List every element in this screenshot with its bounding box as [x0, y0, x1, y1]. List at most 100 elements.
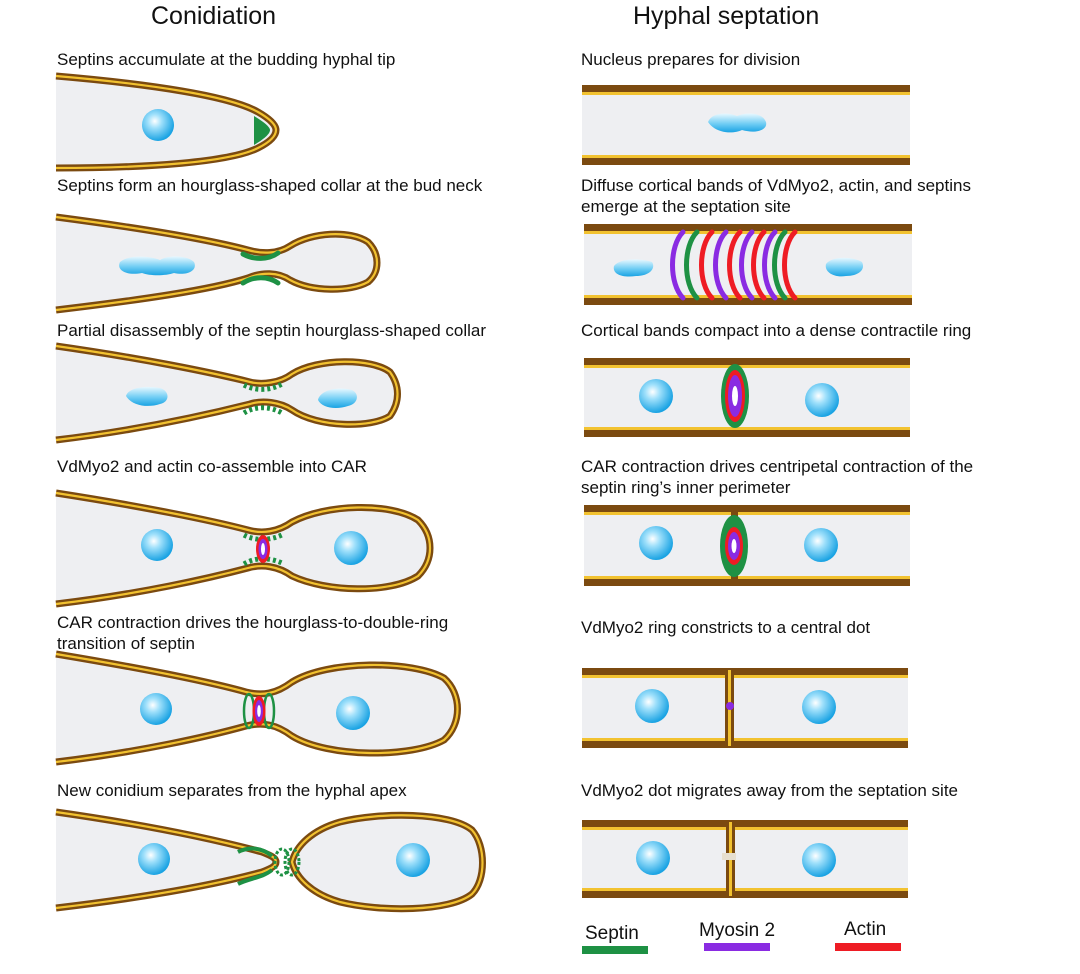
conidiation-cell-2-dividing-nucleus [119, 256, 195, 276]
septation-cell-2-cortical-band-6 [739, 229, 755, 301]
septation-cell-3-wall-bottom [584, 428, 910, 437]
conidiation-step-3-caption: Partial disassembly of the septin hourgl… [57, 321, 487, 340]
legend-septin-label: Septin [585, 923, 639, 944]
septation-cell-1-wall-top [582, 85, 910, 94]
septation-cell-3-wall-top [584, 358, 910, 367]
septation-cell-4 [584, 505, 910, 586]
septation-cell-2-membrane-top [584, 231, 912, 234]
septation-cell-3-nucleus-right [805, 383, 839, 417]
septation-cell-6-membrane-bottom [582, 888, 908, 891]
septation-cell-2-cortical-band-9 [772, 229, 788, 301]
septation-cell-2-wall-top [584, 224, 912, 233]
conidiation-cell-1 [55, 72, 280, 172]
conidiation-cell-3 [55, 342, 401, 444]
septation-cell-6-septal-pore [722, 853, 736, 860]
septation-step-1-caption: Nucleus prepares for division [581, 50, 801, 69]
septation-cell-6-wall-top [582, 820, 908, 829]
septation-cell-1-membrane-top [582, 92, 910, 95]
septation-cell-5-wall-top [582, 668, 908, 677]
septation-cell-6-wall-bottom [582, 889, 908, 898]
septation-cell-2-cortical-band-1 [670, 229, 686, 301]
septation-cell-2-nucleus-right [825, 257, 864, 277]
septation-cell-2-cortical-band-3 [699, 229, 715, 301]
septation-cell-2-wall-bottom [584, 296, 912, 305]
septation-cell-4-wall-top [584, 505, 910, 514]
septation-cell-6-membrane-top [582, 827, 908, 830]
conidiation-step-4-caption: VdMyo2 and actin co-assemble into CAR [57, 457, 367, 476]
septation-cell-5-membrane-bottom [582, 738, 908, 741]
conidiation-cell-4-membrane [55, 491, 431, 606]
legend-actin-swatch [835, 943, 901, 951]
septation-step-5-caption: VdMyo2 ring constricts to a central dot [581, 618, 871, 637]
conidiation-cell-1-septin-cap [254, 116, 270, 145]
conidiation-cell-3-septin-collar-bottom [242, 405, 284, 416]
septation-cell-5-myosin-dot [726, 702, 734, 710]
legend-myosin-swatch [704, 943, 770, 951]
septation-cell-3-membrane-top [584, 365, 910, 368]
conidiation-cell-3-membrane [55, 344, 399, 442]
conidiation-cell-6-conidium-membrane [290, 814, 484, 910]
conidiation-step-5-caption: CAR contraction drives the hourglass-to-… [57, 613, 449, 653]
septation-cell-4-membrane-bottom [584, 576, 910, 579]
conidiation-cell-2-septin-collar-top [240, 250, 281, 261]
conidiation-cell-6-septin-ring-mother [273, 847, 291, 877]
septation-cell-4-membrane-top [584, 512, 910, 515]
septation-cell-3 [584, 358, 910, 437]
septation-cell-3-contractile-ring-layer-4 [732, 386, 738, 406]
conidiation-cell-5-nucleus-left [140, 693, 172, 725]
septation-cell-2 [584, 224, 912, 305]
septation-cell-1-membrane-bottom [582, 155, 910, 158]
conidiation-cell-6 [55, 808, 486, 913]
legend-actin-label: Actin [844, 919, 887, 940]
conidiation-cell-1-nucleus [142, 109, 174, 141]
septation-cell-2-cortical-band-5 [727, 229, 743, 301]
conidiation-cell-4-nucleus-left [141, 529, 173, 561]
septation-cell-5-lumen [582, 677, 908, 739]
septation-cell-2-cortical-band-8 [762, 229, 778, 301]
septation-cell-3-nucleus-left [639, 379, 673, 413]
septation-cell-4-contracting-ring-layer-4 [731, 539, 737, 553]
conidiation-cell-2-membrane [55, 215, 379, 312]
septation-cell-6-nucleus-right [802, 843, 836, 877]
septation-cell-5-wall-bottom [582, 739, 908, 748]
septation-cell-2-cortical-band-4 [713, 229, 729, 301]
septation-cell-4-nucleus-right [804, 528, 838, 562]
conidiation-cell-4 [55, 489, 434, 608]
septation-step-3-caption: Cortical bands compact into a dense cont… [581, 321, 972, 340]
septation-step-6-caption: VdMyo2 dot migrates away from the septat… [581, 781, 959, 800]
septation-cell-6-lumen [582, 829, 908, 889]
conidiation-cell-2-septin-collar-bottom [240, 275, 281, 286]
conidiation-step-6-caption: New conidium separates from the hyphal a… [57, 781, 407, 800]
conidiation-cell-1-membrane [55, 74, 278, 170]
legend-myosin-label: Myosin 2 [699, 920, 776, 941]
conidiation-cell-6-septin-arc-top [237, 846, 274, 858]
septation-cell-2-cortical-band-10 [782, 229, 798, 301]
septation-cell-5 [582, 668, 908, 748]
septation-cell-5-nucleus-left [635, 689, 669, 723]
septation-cell-1-wall-bottom [582, 156, 910, 165]
conidiation-cell-2-wall [55, 213, 381, 314]
conidiation-cell-6-septin-arc-bottom [237, 868, 274, 886]
septation-cell-5-membrane-top [582, 675, 908, 678]
septation-cell-2-cortical-band-2 [684, 229, 700, 301]
septation-cell-3-membrane-bottom [584, 427, 910, 430]
septation-cell-5-nucleus-right [802, 690, 836, 724]
conidiation-cell-6-nucleus-left [138, 843, 170, 875]
conidiation-cell-5 [55, 650, 461, 766]
conidiation-cell-2 [55, 213, 381, 314]
septation-step-2-caption: Diffuse cortical bands of VdMyo2, actin,… [581, 176, 971, 216]
conidiation-cell-6-nucleus-conidium [396, 843, 430, 877]
conidiation-cell-3-nucleus-left [126, 386, 168, 406]
conidiation-cell-4-contractile-ring-layer-3 [261, 543, 265, 555]
septation-cell-6 [582, 820, 908, 898]
septation-cell-1-dividing-nucleus [708, 113, 767, 133]
conidiation-cell-3-septin-collar-top [242, 381, 284, 392]
conidiation-cell-5-contractile-ring-layer-3 [257, 705, 261, 717]
septation-cell-2-cortical-band-7 [751, 229, 767, 301]
conidiation-cell-5-nucleus-right [336, 696, 370, 730]
septation-step-4-caption: CAR contraction drives centripetal contr… [581, 457, 974, 497]
conidiation-cell-3-nucleus-right [318, 388, 357, 408]
hyphal-septation-heading: Hyphal septation [633, 2, 820, 30]
conidiation-step-2-caption: Septins form an hourglass-shaped collar … [57, 176, 483, 195]
